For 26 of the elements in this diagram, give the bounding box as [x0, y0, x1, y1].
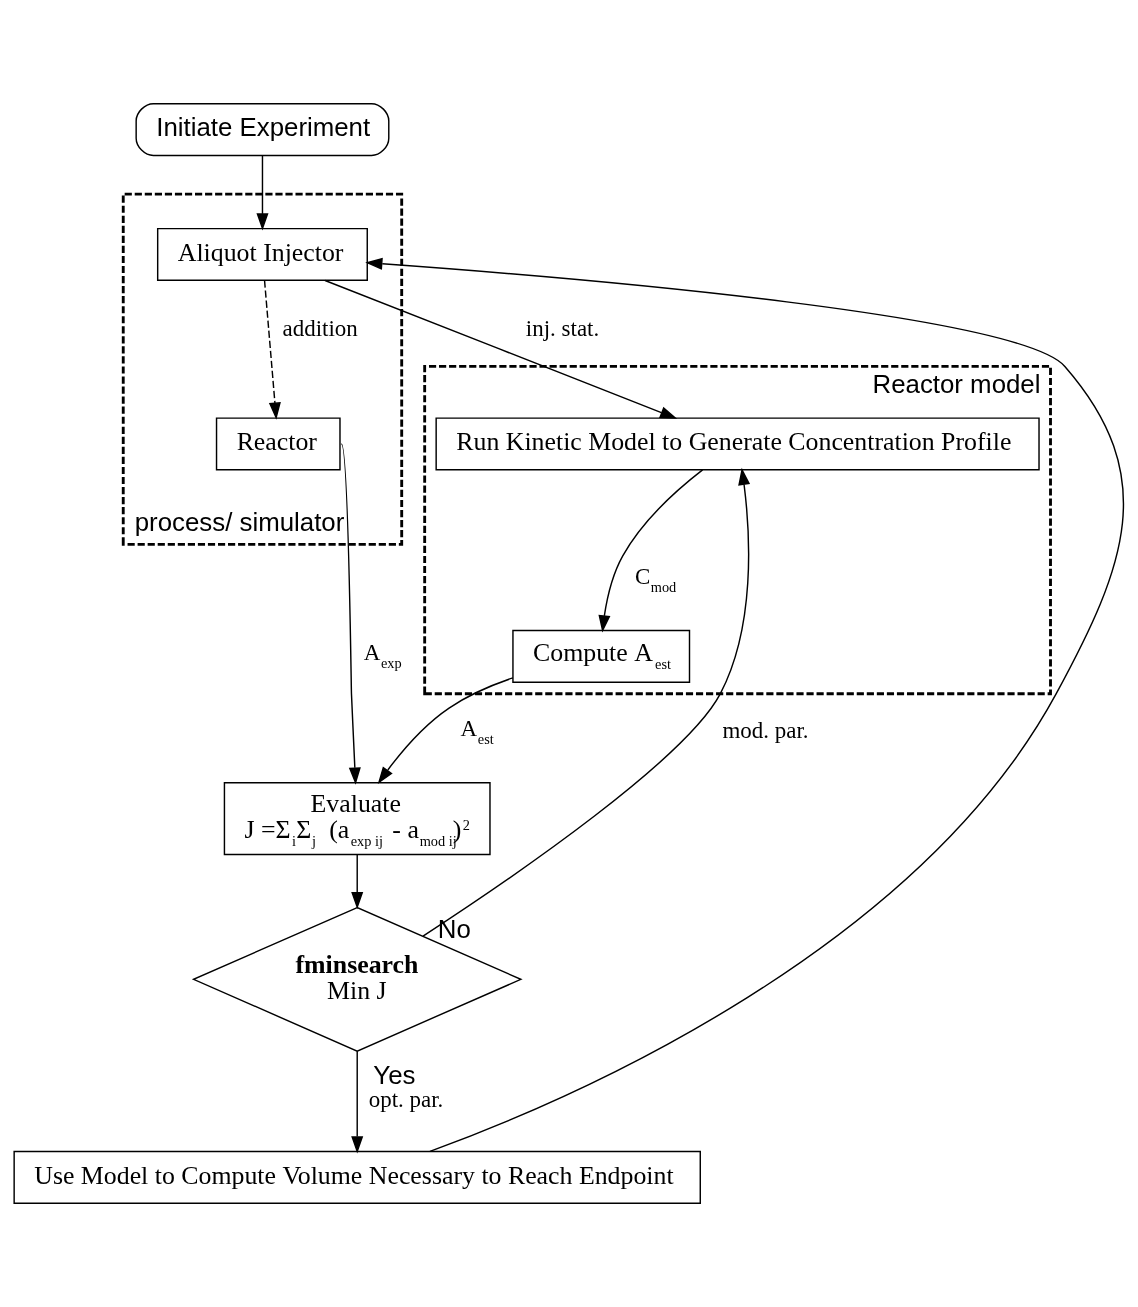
arrow [422, 467, 751, 937]
arrow [351, 853, 364, 910]
arrow [377, 677, 514, 784]
edge-label: C$_{mod}$ [634, 564, 677, 596]
edge-label: opt. par. [368, 1086, 444, 1112]
node-box: Initiate Experiment [135, 103, 390, 157]
arrow [324, 279, 678, 419]
arrow [351, 1050, 364, 1154]
arrow [263, 279, 281, 420]
arrow [256, 155, 269, 231]
edge-label: addition [282, 315, 358, 341]
edge-label: A$_{est}$ [460, 716, 494, 748]
edge-label: A$_{exp}$ [363, 640, 402, 672]
edge-label: inj. stat. [525, 315, 600, 341]
node-box: Evaluate J =Σ$_{i}$Σ$_{j}$ (a$_{exp ij}$ - a$_{mod ij}$)$^{2}$ [223, 781, 491, 856]
node-label: No [437, 914, 471, 943]
arrow [365, 257, 1125, 1153]
node-box: Reactor [215, 417, 341, 471]
node-box: Compute A$_{est}$ [512, 629, 691, 683]
arrow [598, 469, 704, 633]
node-box: Use Model to Compute Volume Necessary to Reach Endpoint [13, 1150, 701, 1204]
arrow [340, 443, 361, 785]
edge-label: mod. par. [722, 717, 809, 743]
node-box: Aliquot Injector [156, 227, 368, 282]
node-box: Run Kinetic Model to Generate Concentration Profile [435, 417, 1040, 471]
node-label: Yes [373, 1060, 416, 1089]
